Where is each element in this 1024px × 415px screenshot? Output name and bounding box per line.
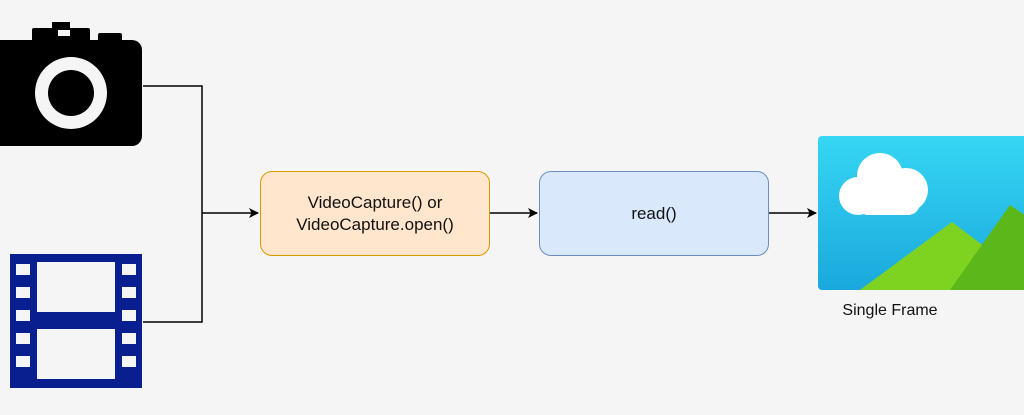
videocapture-label: VideoCapture() or VideoCapture.open() bbox=[296, 192, 454, 234]
camera-icon bbox=[0, 22, 142, 146]
single-frame-label: Single Frame bbox=[842, 302, 938, 319]
image-icon bbox=[818, 136, 1024, 290]
film-strip-icon bbox=[10, 254, 142, 388]
connector-film bbox=[143, 213, 203, 323]
connector-camera bbox=[143, 85, 203, 213]
videocapture-node: VideoCapture() or VideoCapture.open() bbox=[260, 171, 490, 256]
read-label: read() bbox=[631, 203, 677, 223]
read-node: read() bbox=[539, 171, 769, 256]
